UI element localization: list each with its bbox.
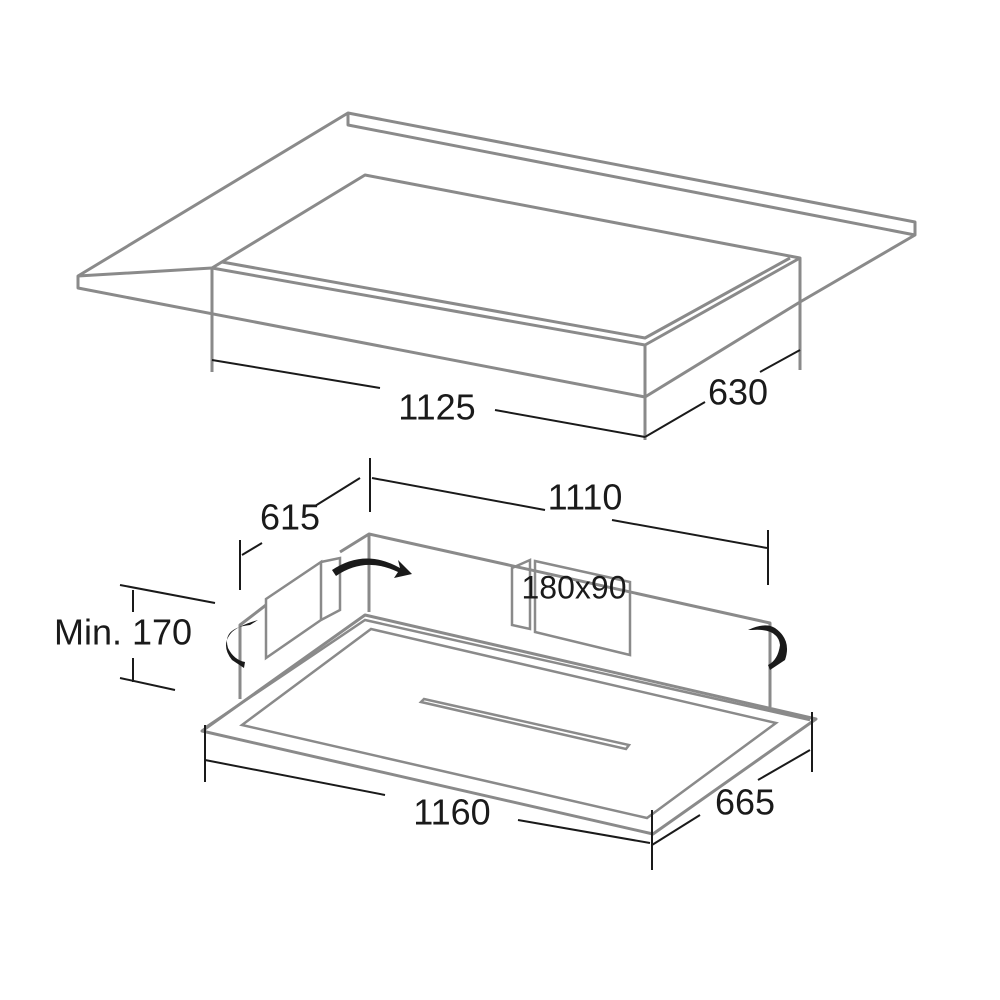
hood-frame: [200, 613, 818, 836]
label-outlet-180x90: 180x90: [522, 569, 627, 605]
dimension-630: [644, 349, 801, 438]
dimension-1160: [204, 725, 653, 870]
dimension-1110: [371, 477, 769, 585]
label-min-170: Min. 170: [54, 612, 192, 653]
outlet-flap: [510, 558, 632, 657]
rotate-arrow-icon: [226, 558, 788, 670]
dimension-1125: [211, 359, 646, 438]
label-1160: 1160: [413, 792, 490, 833]
label-630: 630: [708, 372, 768, 413]
ceiling-cutout-box: [210, 173, 802, 440]
label-1125: 1125: [398, 387, 475, 428]
ceiling-plate: [76, 111, 917, 399]
dimension-min-170: [119, 584, 216, 691]
label-615: 615: [260, 497, 320, 538]
label-665: 665: [715, 782, 775, 823]
label-1110: 1110: [548, 477, 623, 518]
dimension-615: [239, 458, 371, 590]
side-flap: [264, 556, 342, 661]
dimension-665: [651, 712, 813, 846]
